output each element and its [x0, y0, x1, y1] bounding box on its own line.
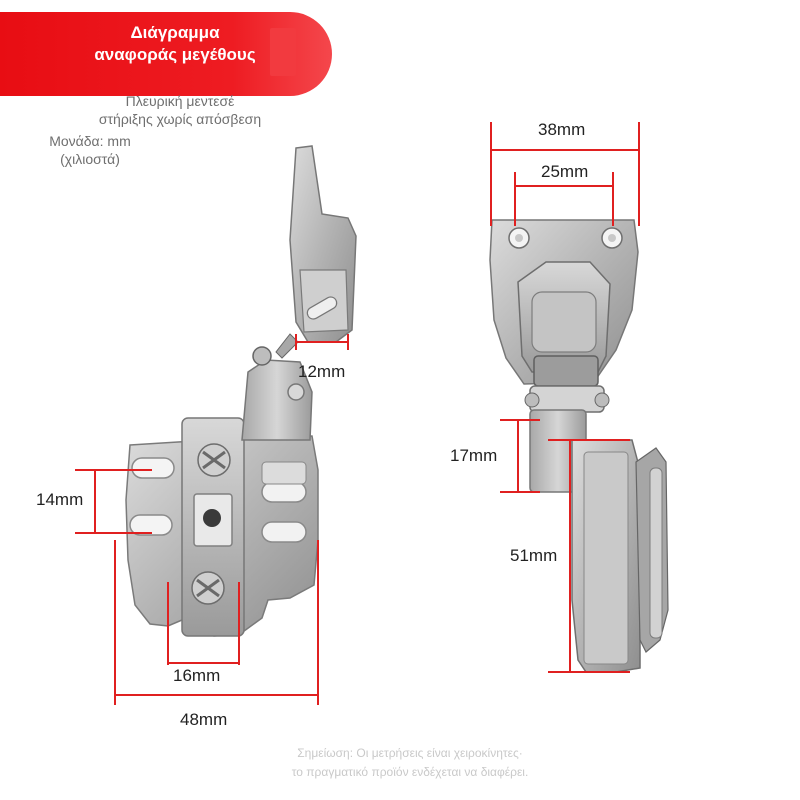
- subtitle-line-1: Πλευρική μεντεσέ: [125, 93, 235, 109]
- title-line-1: Διάγραμμα: [130, 23, 220, 42]
- unit-line-2: (χιλιοστά): [60, 151, 120, 167]
- page-title: Διάγραμμα αναφοράς μεγέθους: [80, 22, 270, 66]
- subtitle-line-2: στήριξης χωρίς απόσβεση: [98, 111, 262, 127]
- left-hinge-side-view: [125, 145, 357, 637]
- product-subtitle: Πλευρική μεντεσέ στήριξης χωρίς απόσβεση: [70, 92, 290, 128]
- dimension-label-14: 14mm: [36, 490, 84, 509]
- right-hinge-front-view: [489, 219, 669, 673]
- title-line-2: αναφοράς μεγέθους: [94, 45, 256, 64]
- unit-line-1: Μονάδα: mm: [49, 133, 131, 149]
- dimension-label-38: 38mm: [538, 120, 586, 139]
- dimension-label-16: 16mm: [173, 666, 221, 685]
- measurement-note: Σημείωση: Οι μετρήσεις είναι χειροκίνητε…: [240, 744, 580, 782]
- dimension-label-51: 51mm: [510, 546, 558, 565]
- banner-accent-block: [270, 28, 296, 76]
- dimension-label-12: 12mm: [298, 362, 346, 381]
- unit-label: Μονάδα: mm (χιλιοστά): [20, 132, 160, 168]
- note-line-1: Σημείωση: Οι μετρήσεις είναι χειροκίνητε…: [297, 746, 523, 760]
- dimension-lines: [75, 122, 640, 705]
- dimension-label-48: 48mm: [180, 710, 228, 729]
- note-line-2: το πραγματικό προϊόν ενδέχεται να διαφέρ…: [291, 765, 529, 779]
- dimension-label-25: 25mm: [541, 162, 589, 181]
- dimension-label-17: 17mm: [450, 446, 498, 465]
